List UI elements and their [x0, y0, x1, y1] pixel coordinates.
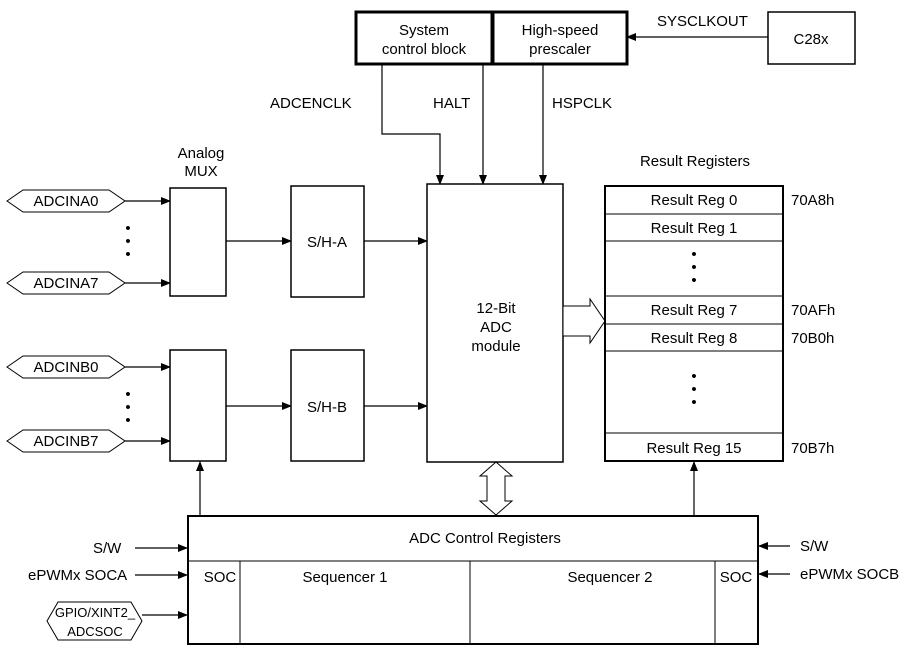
ellipsis-dot: • — [125, 233, 130, 250]
analog-mux-label-1: Analog — [178, 145, 225, 162]
halt-label: HALT — [433, 95, 470, 112]
adcina0-label: ADCINA0 — [33, 193, 98, 210]
sample-hold-a — [290, 185, 365, 298]
adcenclk-line — [381, 64, 444, 185]
ellipsis-dot: • — [691, 381, 696, 398]
adc-to-results-bus-arrow — [562, 297, 606, 345]
adc-module-label-1: 12-Bit — [476, 300, 516, 317]
result-reg-0-address: 70A8h — [791, 192, 834, 209]
adc-module — [426, 183, 564, 463]
ellipsis-dot: • — [691, 246, 696, 263]
result-registers-title: Result Registers — [640, 153, 750, 170]
c28x-label: C28x — [793, 31, 829, 48]
soc-left-label: SOC — [204, 569, 237, 586]
c28x-block — [767, 11, 856, 65]
result-reg-8-label: Result Reg 8 — [651, 330, 738, 347]
prescaler-label-2: prescaler — [529, 41, 591, 58]
adc-module-label-3: module — [471, 338, 520, 355]
ellipsis-dot: • — [691, 259, 696, 276]
hspclk-label: HSPCLK — [552, 95, 612, 112]
sha-label: S/H-A — [307, 234, 347, 251]
adcinb0-label: ADCINB0 — [33, 359, 98, 376]
adcinb7-label: ADCINB7 — [33, 433, 98, 450]
result-reg-0-label: Result Reg 0 — [651, 192, 738, 209]
result-reg-15-address: 70B7h — [791, 440, 834, 457]
ellipsis-dot: • — [125, 246, 130, 263]
sw-left-label: S/W — [93, 540, 122, 557]
socb-label: ePWMx SOCB — [800, 566, 899, 583]
soca-label: ePWMx SOCA — [28, 567, 127, 584]
ellipsis-dot: • — [125, 399, 130, 416]
gpio-xint2-adcsoc-pin — [46, 601, 143, 641]
ellipsis-dot: • — [125, 220, 130, 237]
sequencer-1-label: Sequencer 1 — [302, 569, 387, 586]
shb-label: S/H-B — [307, 399, 347, 416]
result-reg-7-address: 70AFh — [791, 302, 835, 319]
sequencer-2-label: Sequencer 2 — [567, 569, 652, 586]
analog-mux-label-2: MUX — [184, 163, 217, 180]
gpio-label-1: GPIO/XINT2_ — [55, 605, 136, 620]
ellipsis-dot: • — [691, 272, 696, 289]
adcina7-label: ADCINA7 — [33, 275, 98, 292]
system-control-block — [354, 10, 494, 66]
prescaler-label-1: High-speed — [522, 22, 599, 39]
highspeed-prescaler-block — [491, 10, 629, 66]
adc-control-bus-arrow — [478, 461, 514, 516]
result-reg-7-label: Result Reg 7 — [651, 302, 738, 319]
sw-right-label: S/W — [800, 538, 829, 555]
ellipsis-dot: • — [691, 368, 696, 385]
system-control-label-1: System — [399, 22, 449, 39]
sample-hold-b — [290, 349, 365, 462]
soc-right-label: SOC — [720, 569, 753, 586]
analog-mux-a — [169, 187, 227, 297]
sysclkout-label: SYSCLKOUT — [657, 13, 748, 30]
analog-mux-b — [169, 349, 227, 462]
adcenclk-label: ADCENCLK — [270, 95, 352, 112]
system-control-label-2: control block — [382, 41, 467, 58]
ellipsis-dot: • — [125, 386, 130, 403]
result-reg-1-label: Result Reg 1 — [651, 220, 738, 237]
adc-module-label-2: ADC — [480, 319, 512, 336]
adc-control-registers-title: ADC Control Registers — [409, 530, 561, 547]
gpio-label-2: ADCSOC — [67, 624, 123, 639]
result-reg-15-label: Result Reg 15 — [646, 440, 741, 457]
ellipsis-dot: • — [691, 394, 696, 411]
adc-control-registers-block — [187, 515, 759, 645]
result-reg-8-address: 70B0h — [791, 330, 834, 347]
ellipsis-dot: • — [125, 412, 130, 429]
